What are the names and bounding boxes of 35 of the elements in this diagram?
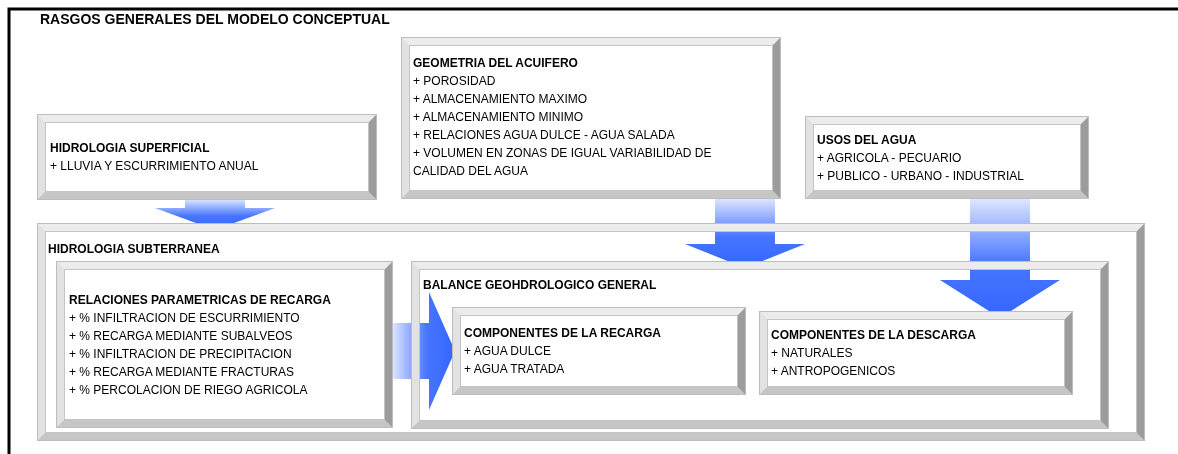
box-heading: BALANCE GEOHDROLOGICO GENERAL bbox=[423, 277, 658, 294]
text-box bbox=[57, 262, 392, 427]
list-item: + ALMACENAMIENTO MAXIMO bbox=[413, 91, 589, 108]
box-heading: HIDROLOGIA SUBTERRANEA bbox=[48, 241, 221, 258]
list-item: + RELACIONES AGUA DULCE - AGUA SALADA bbox=[413, 127, 676, 144]
list-item: + % INFILTRACION DE ESCURRIMIENTO bbox=[69, 309, 301, 327]
list-item: + AGUA DULCE bbox=[464, 343, 553, 360]
list-item: + % PERCOLACION DE RIEGO AGRICOLA bbox=[69, 381, 309, 399]
panel bbox=[38, 224, 1144, 440]
box-heading: COMPONENTES DE LA DESCARGA bbox=[771, 327, 977, 344]
list-item: + AGRICOLA - PECUARIO bbox=[817, 149, 963, 167]
list-item: + % RECARGA MEDIANTE FRACTURAS bbox=[69, 363, 296, 381]
box-heading: USOS DEL AGUA bbox=[817, 131, 918, 149]
list-item: + NATURALES bbox=[771, 345, 854, 362]
box-heading: GEOMETRIA DEL ACUIFERO bbox=[413, 55, 579, 72]
text-box bbox=[760, 312, 1072, 394]
text-box bbox=[38, 115, 376, 199]
list-item: + PUBLICO - URBANO - INDUSTRIAL bbox=[817, 167, 1026, 185]
list-item: + % RECARGA MEDIANTE SUBALVEOS bbox=[69, 327, 294, 345]
box-heading: COMPONENTES DE LA RECARGA bbox=[464, 325, 662, 342]
list-item: + POROSIDAD bbox=[413, 73, 497, 90]
text-box bbox=[402, 38, 780, 198]
diagram-title: RASGOS GENERALES DEL MODELO CONCEPTUAL bbox=[40, 11, 390, 27]
list-item: + VOLUMEN EN ZONAS DE IGUAL VARIABILIDAD DE CALIDAD DEL AGUA bbox=[413, 145, 713, 180]
panel bbox=[412, 262, 1108, 428]
box-heading: RELACIONES PARAMETRICAS DE RECARGA bbox=[69, 291, 332, 309]
list-item: + AGUA TRATADA bbox=[464, 361, 566, 378]
list-item: + % INFILTRACION DE PRECIPITACION bbox=[69, 345, 293, 363]
block-arrow bbox=[392, 292, 455, 410]
list-item: + LLUVIA Y ESCURRIMIENTO ANUAL bbox=[50, 158, 260, 175]
text-box bbox=[453, 308, 745, 394]
text-box bbox=[806, 117, 1088, 198]
list-item: + ALMACENAMIENTO MINIMO bbox=[413, 109, 585, 126]
box-heading: HIDROLOGIA SUPERFICIAL bbox=[50, 140, 211, 157]
list-item: + ANTROPOGENICOS bbox=[771, 363, 897, 380]
